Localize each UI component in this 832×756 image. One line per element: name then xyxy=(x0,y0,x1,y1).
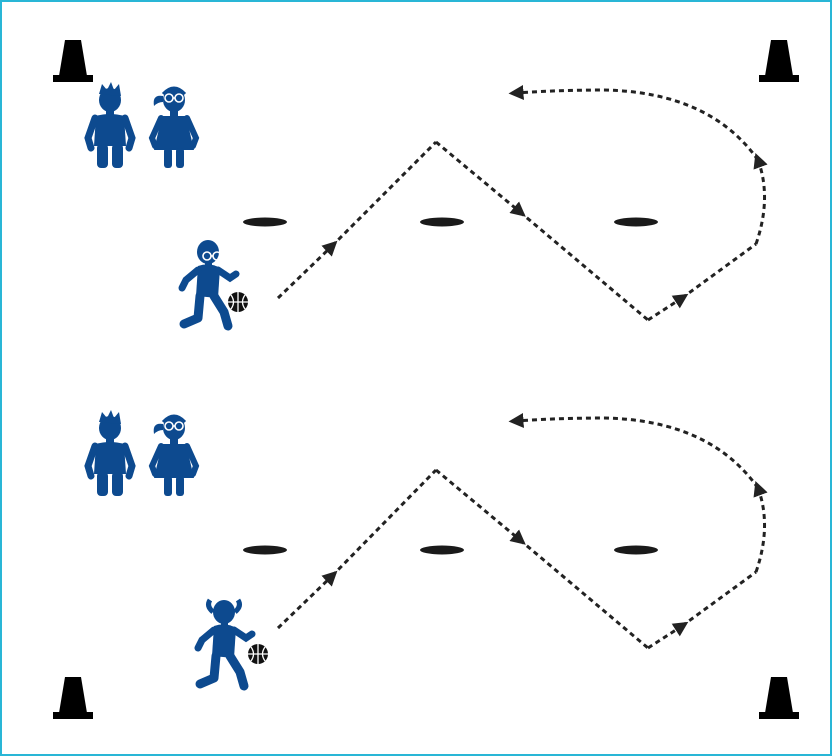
marker-bottom-1 xyxy=(243,546,287,555)
basketball-bottom-icon xyxy=(248,644,268,664)
marker-bottom-3 xyxy=(614,546,658,555)
marker-top-2 xyxy=(420,218,464,227)
marker-bottom-2 xyxy=(420,546,464,555)
marker-top-1 xyxy=(243,218,287,227)
marker-top-3 xyxy=(614,218,658,227)
basketball-top-icon xyxy=(228,292,248,312)
